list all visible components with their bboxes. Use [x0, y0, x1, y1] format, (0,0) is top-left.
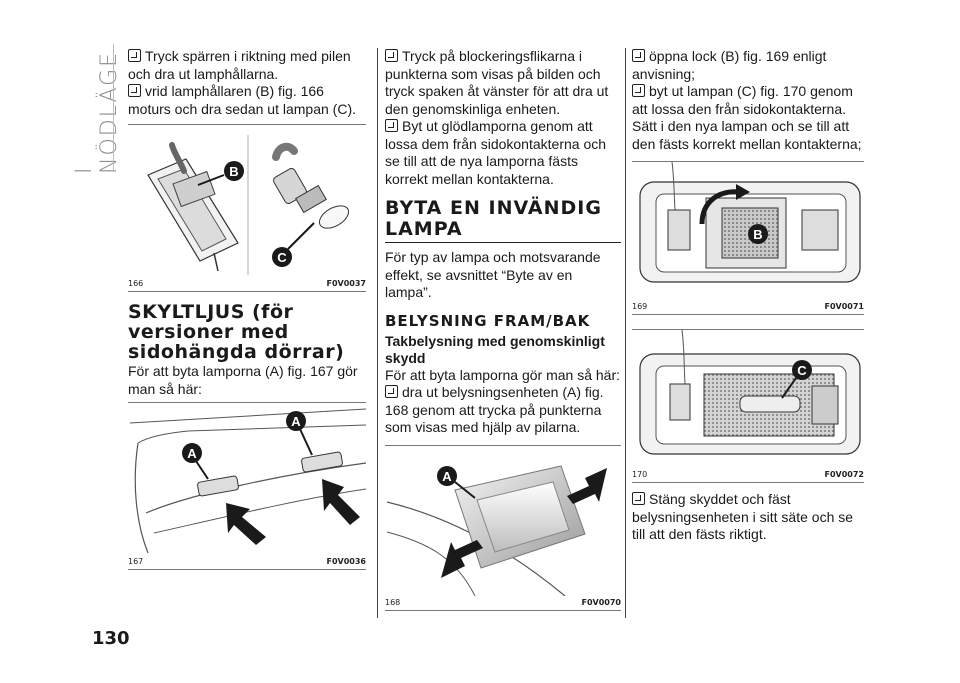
lamp-cover-open-illustration: B: [639, 162, 861, 283]
checkbox-bullet-icon: [385, 119, 398, 132]
checkbox-bullet-icon: [128, 49, 141, 62]
figure-code: F0V0070: [581, 597, 622, 607]
figure-number: 167: [128, 557, 144, 566]
section-title-rule: [113, 44, 114, 172]
checkbox-bullet-icon: [385, 385, 398, 398]
figure-169: B 169 F0V0071: [632, 161, 864, 315]
figure-caption: 170 F0V0072: [632, 470, 864, 483]
figure-caption: 169 F0V0071: [632, 302, 864, 315]
lamp-replacement-illustration: C: [639, 330, 861, 455]
subsubsection-heading: Takbelysning med genomskinligt skydd: [385, 332, 605, 366]
instruction-step: Byt ut glödlamporna genom att lossa dem …: [385, 118, 607, 187]
instruction-step: byt ut lampan (C) fig. 170 genom att los…: [632, 83, 862, 152]
instruction-step: vrid lamphållaren (B) fig. 166 moturs oc…: [128, 83, 356, 117]
callout-b: B: [753, 227, 762, 242]
figure-code: F0V0071: [824, 302, 865, 311]
license-plate-light-illustration: A A: [129, 408, 366, 554]
callout-c: C: [277, 250, 287, 265]
figure-caption: 166 F0V0037: [128, 279, 366, 292]
figure-170: C 170 F0V0072: [632, 329, 864, 483]
callout-a: A: [187, 446, 197, 461]
instruction-step: Tryck spärren i riktning med pilen och d…: [128, 48, 351, 82]
column-1: Tryck spärren i riktning med pilen och d…: [128, 48, 366, 570]
page-number: 130: [92, 628, 130, 649]
figure-167: A A 167 F0V0036: [128, 402, 366, 570]
callout-a: A: [291, 414, 301, 429]
section-heading: SKYLTLJUS (för versioner med sidohängda …: [128, 301, 345, 363]
ceiling-light-illustration: A: [386, 464, 607, 596]
instruction-step: Tryck på blockeringsflikarna i punkterna…: [385, 48, 609, 117]
checkbox-bullet-icon: [128, 84, 141, 97]
section-title-vertical: I NÖDLÄGE: [72, 44, 122, 174]
callout-c: C: [797, 363, 807, 378]
figure-number: 169: [632, 302, 648, 311]
checkbox-bullet-icon: [632, 49, 645, 62]
figure-166: B C 166 F0V0037: [128, 124, 366, 292]
figure-caption: 167 F0V0036: [128, 557, 366, 570]
figure-code: F0V0036: [326, 557, 367, 566]
instruction-step: dra ut belysningsenheten (A) fig. 168 ge…: [385, 384, 604, 435]
subsection-heading: BELYSNING FRAM/BAK: [385, 311, 591, 330]
section-title-text: I NÖDLÄGE: [72, 50, 122, 174]
instruction-step: Stäng skyddet och fäst belysningsenheten…: [632, 491, 854, 542]
bulb-holder-illustration: B C: [147, 135, 350, 275]
figure-code: F0V0037: [326, 279, 367, 288]
section-heading: BYTA EN INVÄNDIG LAMPA: [385, 197, 602, 240]
column-divider: [625, 48, 626, 618]
figure-number: 170: [632, 470, 648, 479]
instruction-step: öppna lock (B) fig. 169 enligt anvisning…: [632, 48, 827, 82]
section-heading-block: BYTA EN INVÄNDIG LAMPA: [385, 198, 621, 243]
checkbox-bullet-icon: [632, 492, 645, 505]
column-3: öppna lock (B) fig. 169 enligt anvisning…: [632, 48, 864, 544]
checkbox-bullet-icon: [385, 49, 398, 62]
column-divider: [377, 48, 378, 618]
figure-code: F0V0072: [824, 470, 865, 479]
figure-168: A 168 F0V0070: [385, 444, 621, 611]
paragraph: För typ av lampa och motsvarande effekt,…: [385, 249, 601, 300]
checkbox-bullet-icon: [632, 84, 645, 97]
callout-b: B: [229, 164, 238, 179]
figure-number: 166: [128, 279, 144, 288]
paragraph: För att byta lamporna gör man så här:: [385, 366, 620, 383]
paragraph: För att byta lamporna (A) fig. 167 gör m…: [128, 363, 358, 397]
figure-caption: 168 F0V0070: [385, 598, 621, 611]
section-heading-block: SKYLTLJUS (för versioner med sidohängda …: [128, 302, 366, 362]
callout-a: A: [442, 469, 452, 484]
column-2: Tryck på blockeringsflikarna i punkterna…: [385, 48, 621, 611]
figure-number: 168: [385, 597, 401, 607]
